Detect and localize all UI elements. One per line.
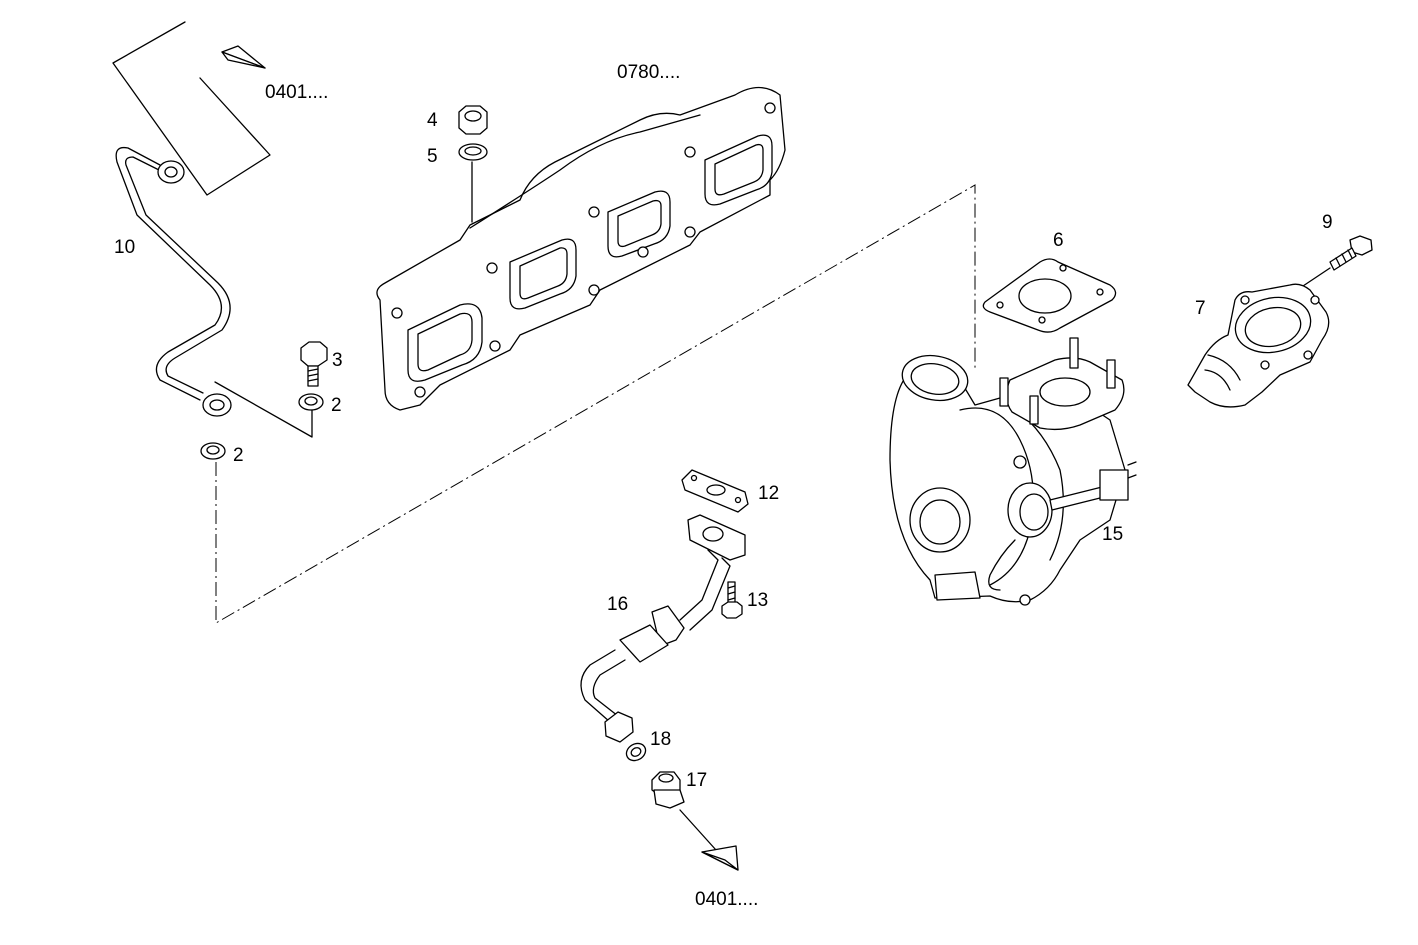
alignment-line-main [215, 184, 976, 624]
union-fitting-17[interactable] [651, 771, 685, 809]
part-label-5[interactable]: 5 [427, 146, 438, 167]
oil-return-pipe-16[interactable] [580, 514, 746, 743]
ref-label-top[interactable]: 0401.... [265, 82, 328, 103]
washer-2-lower[interactable] [200, 442, 226, 460]
outlet-elbow-7[interactable] [1187, 283, 1330, 408]
manifold-port-3 [607, 190, 671, 258]
part-label-18[interactable]: 18 [650, 729, 671, 750]
part-label-4[interactable]: 4 [427, 110, 438, 131]
part-label-2-upper[interactable]: 2 [331, 395, 342, 416]
reference-arrow-top [112, 21, 271, 196]
part-label-7[interactable]: 7 [1195, 298, 1206, 319]
exhaust-manifold[interactable] [376, 86, 786, 411]
bolt-3[interactable] [300, 341, 328, 387]
part-label-12[interactable]: 12 [758, 483, 779, 504]
washer-5[interactable] [458, 143, 488, 161]
part-label-2-lower[interactable]: 2 [233, 445, 244, 466]
bolt-13[interactable] [721, 581, 743, 619]
oil-feed-pipe-10[interactable] [115, 146, 232, 417]
reference-arrow-bottom [679, 809, 739, 871]
part-label-10[interactable]: 10 [114, 237, 135, 258]
ref-label-manifold[interactable]: 0780.... [617, 62, 680, 83]
nut-4[interactable] [458, 105, 488, 135]
gasket-12[interactable] [681, 469, 749, 513]
part-label-13[interactable]: 13 [747, 590, 768, 611]
washer-18[interactable] [623, 740, 648, 764]
part-label-9[interactable]: 9 [1322, 212, 1333, 233]
manifold-port-2 [509, 238, 577, 310]
ref-label-bottom[interactable]: 0401.... [695, 889, 758, 910]
bolt-9[interactable] [1329, 235, 1373, 271]
turbocharger-15[interactable] [889, 337, 1137, 606]
part-label-16[interactable]: 16 [607, 594, 628, 615]
part-label-6[interactable]: 6 [1053, 230, 1064, 251]
part-label-17[interactable]: 17 [686, 770, 707, 791]
manifold-port-4 [704, 134, 773, 206]
part-label-3[interactable]: 3 [332, 350, 343, 371]
washer-2-upper[interactable] [298, 393, 324, 411]
manifold-port-1 [407, 303, 483, 382]
gasket-6[interactable] [982, 258, 1117, 333]
part-label-15[interactable]: 15 [1102, 524, 1123, 545]
